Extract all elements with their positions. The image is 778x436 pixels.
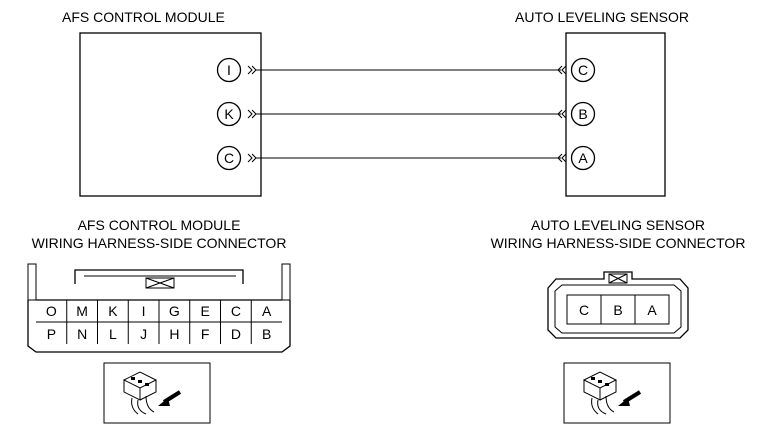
sensor-connector-title-line2: WIRING HARNESS-SIDE CONNECTOR	[491, 235, 746, 251]
afs-connector-cell-bottom: F	[201, 326, 210, 342]
afs-connector-cell-bottom: P	[47, 326, 56, 342]
afs-connector-cell-top: E	[200, 303, 209, 319]
sensor-harness-connector: C B A	[547, 271, 689, 339]
afs-terminal-c: C	[216, 145, 242, 171]
afs-connector-cell-top: C	[231, 303, 241, 319]
sensor-connector-title-line1: AUTO LEVELING SENSOR	[531, 217, 705, 233]
sensor-connector-cell-a: A	[647, 302, 657, 318]
sensor-box	[565, 32, 666, 197]
afs-connector-cell-top: K	[108, 303, 118, 319]
afs-connector-title-line2: WIRING HARNESS-SIDE CONNECTOR	[32, 235, 287, 251]
sensor-connector-cell-b: B	[613, 302, 622, 318]
afs-connector-cell-bottom: L	[109, 326, 117, 342]
sensor-terminal-a: A	[570, 145, 596, 171]
sensor-terminal-b-label: B	[578, 106, 587, 122]
afs-connector-cell-bottom: J	[140, 326, 147, 342]
wire-i-to-c	[247, 65, 567, 75]
double-chevron-connector-icon	[247, 65, 257, 75]
sensor-terminal-c-label: C	[578, 62, 588, 78]
afs-module-title: AFS CONTROL MODULE	[62, 9, 225, 25]
afs-connector-cell-bottom: H	[169, 326, 179, 342]
afs-connector-title-line1: AFS CONTROL MODULE	[78, 217, 241, 233]
wire-k-to-b	[247, 109, 567, 119]
afs-connector-cell-bottom: D	[231, 326, 241, 342]
afs-terminal-k-label: K	[224, 106, 234, 122]
afs-terminal-i: I	[216, 57, 242, 83]
afs-view-direction	[103, 362, 211, 424]
afs-terminal-grid: O M K I G E C A P N L J H F D B	[46, 300, 272, 344]
double-chevron-connector-icon	[247, 109, 257, 119]
sensor-connector-cell-c: C	[579, 302, 589, 318]
sensor-title: AUTO LEVELING SENSOR	[515, 9, 689, 25]
double-chevron-connector-icon	[247, 153, 257, 163]
wire-c-to-a	[247, 153, 567, 163]
afs-connector-cell-top: O	[46, 303, 57, 319]
afs-connector-cell-bottom: B	[262, 326, 271, 342]
afs-harness-connector: O M K I G E C A P N L J H F D B	[27, 263, 291, 353]
afs-connector-cell-top: M	[76, 303, 88, 319]
connector-view-direction-icon	[122, 371, 182, 415]
afs-connector-cell-top: I	[142, 303, 146, 319]
afs-terminal-k: K	[216, 101, 242, 127]
afs-connector-cell-bottom: N	[77, 326, 87, 342]
sensor-terminal-a-label: A	[578, 150, 588, 166]
afs-connector-cell-top: A	[262, 303, 272, 319]
afs-terminal-c-label: C	[224, 150, 234, 166]
afs-module-box	[79, 32, 262, 197]
afs-terminal-i-label: I	[227, 62, 231, 78]
sensor-terminal-b: B	[570, 101, 596, 127]
connector-view-direction-icon	[582, 371, 642, 415]
sensor-view-direction	[563, 362, 671, 424]
sensor-terminal-c: C	[570, 57, 596, 83]
afs-connector-cell-top: G	[169, 303, 180, 319]
